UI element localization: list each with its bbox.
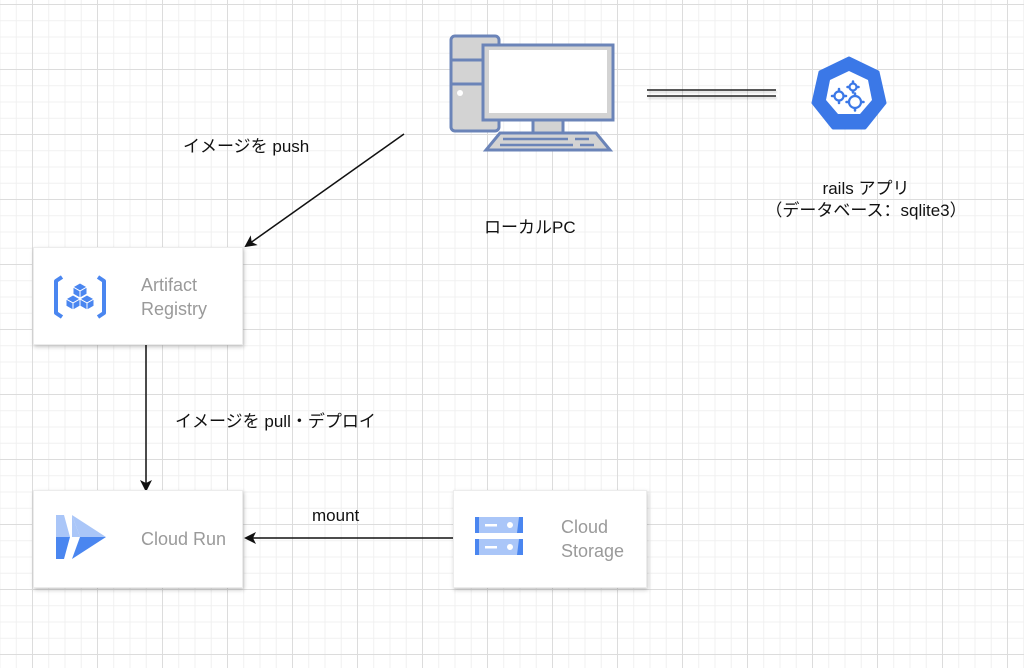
artifact-registry-icon: [54, 275, 106, 319]
rails-app-label: rails アプリ （データベース：sqlite3）: [750, 178, 982, 222]
artifact-registry-node[interactable]: Artifact Registry: [33, 247, 243, 345]
cloud-run-label: Cloud Run: [141, 529, 227, 549]
rails-app-node[interactable]: [810, 56, 888, 132]
mount-edge-label: mount: [312, 506, 360, 525]
artifact-registry-label: Artifact Registry: [141, 273, 207, 321]
local-pc-label: ローカルPC: [484, 218, 576, 237]
artifact-registry-label-line1: Artifact: [141, 275, 198, 295]
push-edge-label: イメージを push: [183, 137, 310, 156]
cloud-run-icon: [56, 515, 106, 559]
local-pc-node[interactable]: [448, 33, 618, 153]
rails-app-label-line1: rails アプリ: [822, 179, 910, 198]
rails-app-label-line2: （データベース：sqlite3）: [765, 201, 967, 220]
artifact-registry-label-line2: Registry: [141, 299, 208, 319]
cloud-storage-icon: [475, 517, 523, 555]
desktop-computer-icon: [449, 34, 615, 152]
pull-deploy-edge-label: イメージを pull・デプロイ: [175, 412, 376, 431]
cloud-run-node[interactable]: Cloud Run: [33, 490, 243, 588]
push-arrow[interactable]: [244, 133, 405, 248]
pc-to-rails-link[interactable]: [647, 89, 776, 97]
cloud-storage-node[interactable]: Cloud Storage: [453, 490, 647, 588]
gears-heptagon-icon: [811, 56, 887, 130]
cloud-storage-label: Cloud Storage: [561, 515, 624, 563]
cloud-storage-label-line1: Cloud: [561, 517, 609, 537]
cloud-storage-label-line2: Storage: [561, 541, 625, 561]
